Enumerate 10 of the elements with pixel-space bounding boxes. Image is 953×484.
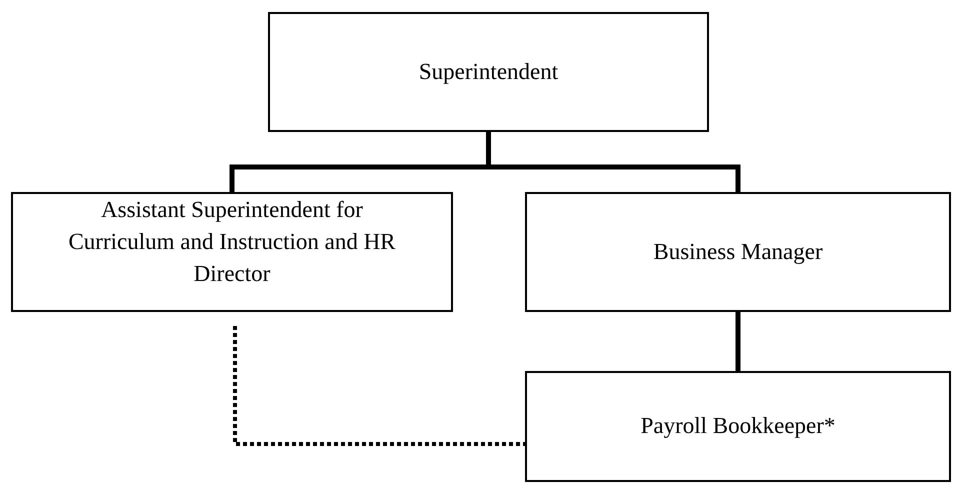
- position-title: Superintendent: [418, 58, 560, 86]
- position-title: Assistant Superintendent for Curriculum and Instruction and HR Director: [67, 196, 397, 288]
- connector-line: [736, 312, 740, 371]
- position-title: Business Manager: [652, 238, 824, 266]
- dotted-connector: [233, 326, 525, 446]
- position-box: [525, 371, 951, 482]
- position-box: [11, 192, 453, 312]
- position-box: [268, 12, 709, 132]
- position-box: [525, 192, 951, 312]
- position-title: Payroll Bookkeeper*: [640, 412, 836, 440]
